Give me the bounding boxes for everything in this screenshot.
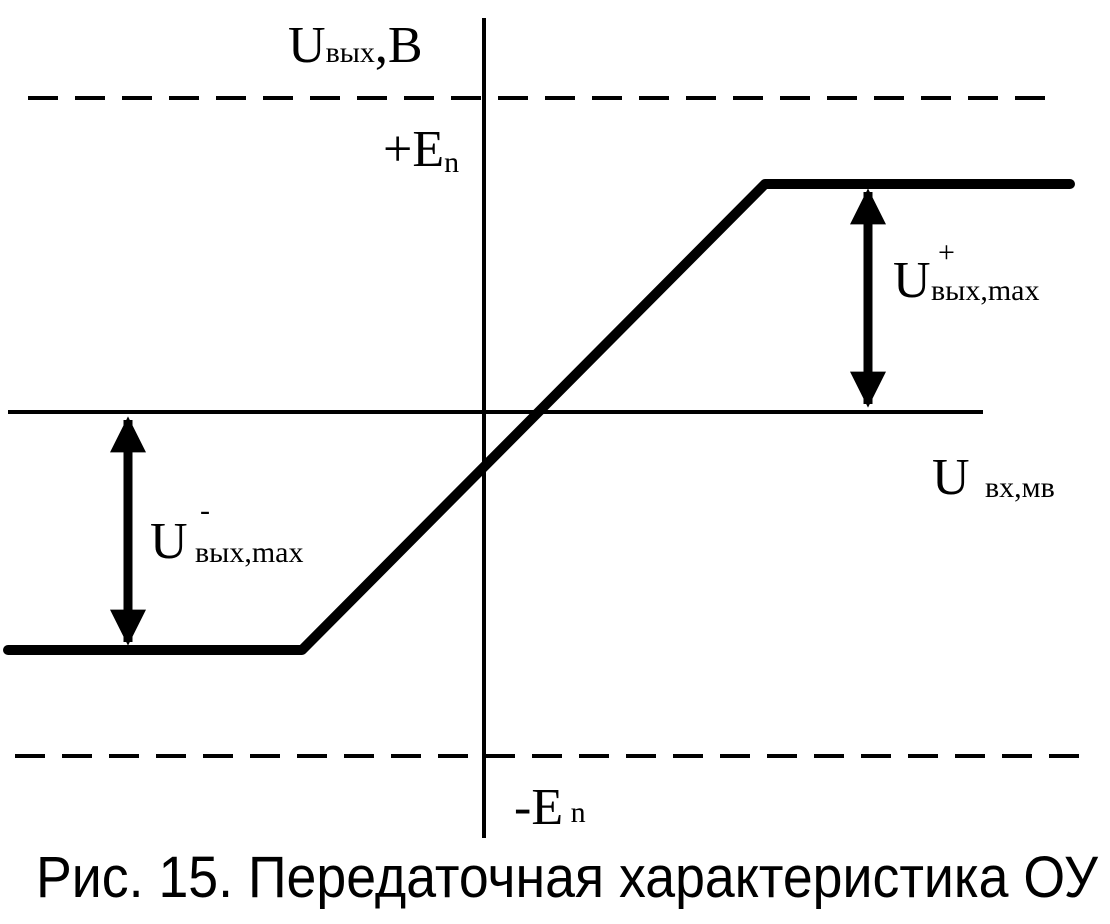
u-out-max-positive-label: U + вых,max — [893, 236, 1039, 309]
supply-negative-label: -E n — [514, 779, 586, 836]
figure-caption: Рис. 15. Передаточная характеристика ОУ — [36, 845, 1099, 910]
x-axis-label: U вх,мв — [932, 449, 1055, 506]
supply-positive-label: +En — [383, 121, 459, 179]
u-out-max-negative-label: U - вых,max — [150, 494, 303, 570]
y-axis-label: Uвых,B — [288, 17, 423, 74]
transfer-curve — [3, 179, 1075, 655]
